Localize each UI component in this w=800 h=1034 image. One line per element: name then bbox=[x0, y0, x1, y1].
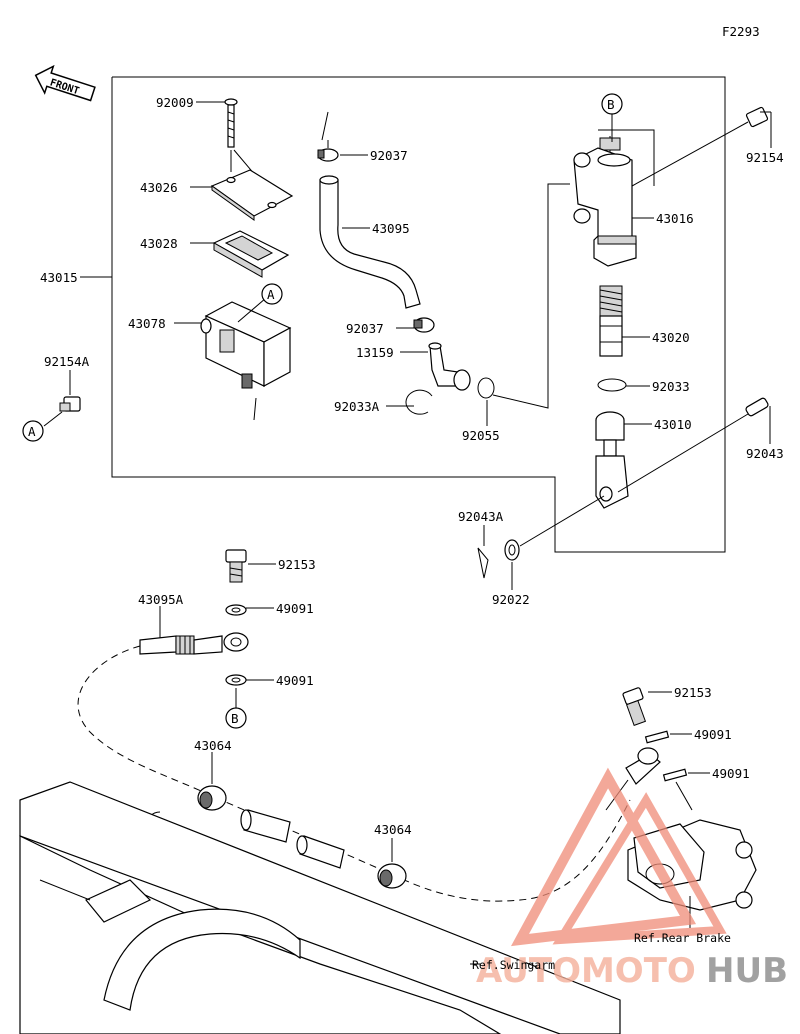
circlip-92033 bbox=[597, 378, 650, 392]
banjo-bolt-92153-left bbox=[225, 549, 276, 583]
part-label-92055: 92055 bbox=[462, 428, 500, 443]
callout-A-reservoir: A bbox=[261, 283, 283, 305]
master-cylinder-43016 bbox=[573, 121, 749, 267]
callout-B-cylinder: B bbox=[601, 93, 623, 142]
washer-49091-lower bbox=[225, 674, 274, 686]
svg-text:B: B bbox=[231, 711, 239, 726]
part-label-49091-upper: 49091 bbox=[276, 601, 314, 616]
clamp-92037-top bbox=[317, 111, 368, 162]
part-label-43016: 43016 bbox=[656, 211, 694, 226]
clamp-92037-mid bbox=[396, 317, 435, 333]
reservoir-43078 bbox=[174, 297, 292, 421]
part-label-92033: 92033 bbox=[652, 379, 690, 394]
svg-text:A: A bbox=[267, 287, 275, 302]
part-label-43095: 43095 bbox=[372, 221, 410, 236]
part-label-92022: 92022 bbox=[492, 592, 530, 607]
spring-43020 bbox=[599, 285, 650, 357]
part-label-49091-right-upper: 49091 bbox=[694, 727, 732, 742]
push-rod-43010 bbox=[595, 411, 749, 509]
callout-B-fitting: B bbox=[225, 688, 247, 729]
svg-text:A: A bbox=[28, 424, 36, 439]
watermark-logo bbox=[510, 767, 727, 947]
washer-49091-upper bbox=[225, 604, 274, 616]
assembly-frame bbox=[80, 76, 726, 553]
part-label-49091-lower: 49091 bbox=[276, 673, 314, 688]
part-label-43028: 43028 bbox=[140, 236, 178, 251]
part-label-92154A: 92154A bbox=[44, 354, 90, 369]
grommet-43064-lower bbox=[377, 838, 407, 889]
diaphragm-43028 bbox=[190, 230, 290, 278]
bolt-92154A bbox=[43, 370, 81, 427]
ref-rear-brake: Ref.Rear Brake bbox=[634, 931, 731, 945]
part-label-43095A: 43095A bbox=[138, 592, 184, 607]
hose-43095 bbox=[319, 175, 421, 309]
banjo-bolt-92153-right bbox=[622, 687, 672, 727]
circlip-92033A bbox=[386, 389, 433, 415]
part-label-92153-left: 92153 bbox=[278, 557, 316, 572]
part-label-43078: 43078 bbox=[128, 316, 166, 331]
svg-text:B: B bbox=[607, 97, 615, 112]
washer-49091-right-upper bbox=[644, 730, 692, 744]
banjo-fitting-right bbox=[605, 747, 661, 811]
part-label-43020: 43020 bbox=[652, 330, 690, 345]
watermark-text-grey: HUB bbox=[706, 951, 788, 991]
hose-fitting-43095A bbox=[139, 606, 249, 655]
pin-92043 bbox=[745, 397, 771, 444]
part-label-92153-right: 92153 bbox=[674, 685, 712, 700]
hose-protector-upper bbox=[240, 809, 291, 843]
oring-92055 bbox=[477, 183, 570, 426]
ref-swingarm: Ref.Swingarm bbox=[472, 958, 555, 972]
grommet-43064-upper bbox=[197, 752, 227, 811]
washer-49091-right-lower bbox=[662, 768, 710, 811]
part-label-92037-top: 92037 bbox=[370, 148, 408, 163]
part-label-43026: 43026 bbox=[140, 180, 178, 195]
cotter-pin-92043A bbox=[477, 525, 489, 579]
bolt-92154 bbox=[745, 106, 772, 148]
part-label-92043A: 92043A bbox=[458, 509, 504, 524]
part-label-43064-upper: 43064 bbox=[194, 738, 232, 753]
part-label-43015: 43015 bbox=[40, 270, 78, 285]
watermark-text-red: AUTOMOTO bbox=[476, 951, 696, 991]
cap-43026 bbox=[190, 169, 294, 221]
callout-A-bolt: A bbox=[22, 420, 44, 442]
front-arrow-icon: FRONT bbox=[34, 64, 96, 102]
part-label-92037-mid: 92037 bbox=[346, 321, 384, 336]
washer-92022 bbox=[504, 495, 605, 590]
swingarm bbox=[19, 781, 621, 1034]
part-label-43064-lower: 43064 bbox=[374, 822, 412, 837]
part-label-43010: 43010 bbox=[654, 417, 692, 432]
fitting-13159 bbox=[400, 342, 471, 391]
figure-code: F2293 bbox=[722, 24, 760, 39]
part-label-92154: 92154 bbox=[746, 150, 784, 165]
part-label-92009: 92009 bbox=[156, 95, 194, 110]
part-label-49091-right-lower: 49091 bbox=[712, 766, 750, 781]
part-label-92043: 92043 bbox=[746, 446, 784, 461]
hose-protector-lower bbox=[296, 835, 345, 869]
part-label-13159: 13159 bbox=[356, 345, 394, 360]
part-label-92033A: 92033A bbox=[334, 399, 380, 414]
